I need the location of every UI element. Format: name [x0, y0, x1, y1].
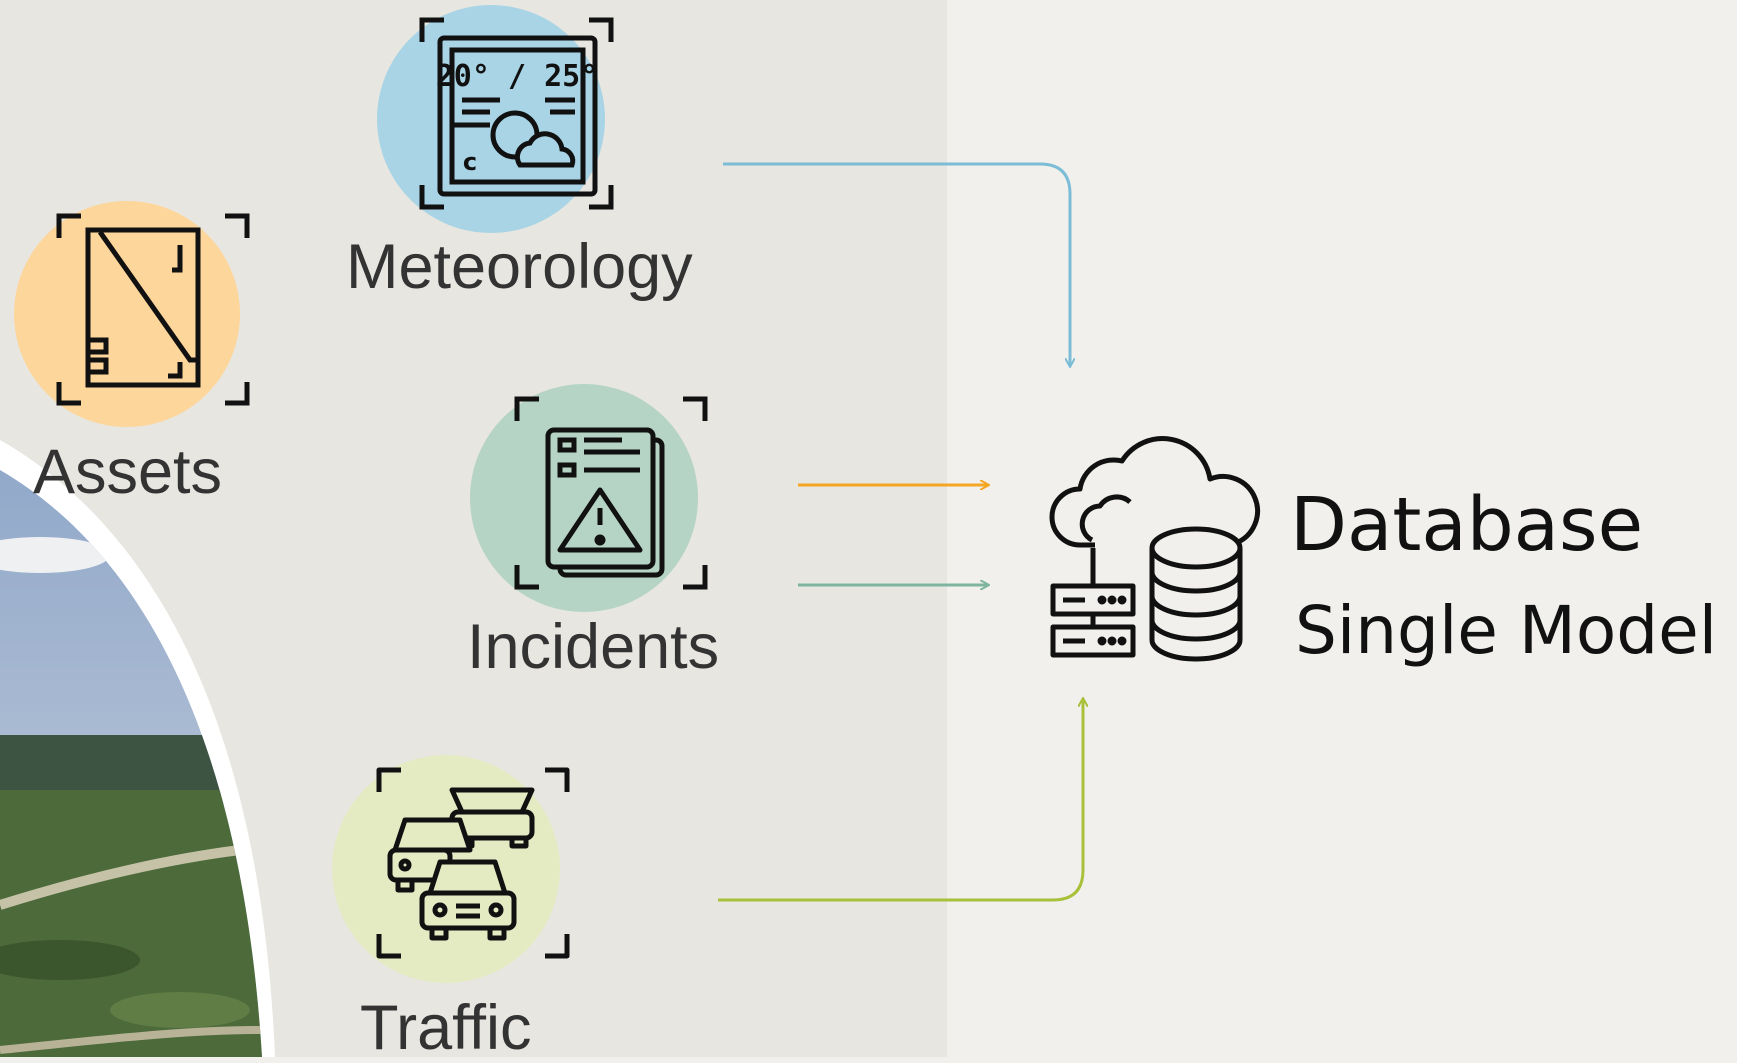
incidents-label: Incidents: [467, 612, 720, 682]
meteorology-node: 20° / 25° c: [377, 5, 614, 233]
weather-display-text: 20° / 25°: [436, 59, 599, 94]
assets-node: [14, 201, 250, 427]
weather-unit-text: c: [463, 148, 477, 176]
document-panel-icon: [56, 213, 250, 406]
landscape-image: [0, 440, 275, 1057]
assets-circle: [14, 201, 240, 427]
meteorology-circle: [377, 5, 605, 233]
incident-report-icon: [514, 396, 708, 590]
weather-display-icon: [419, 17, 614, 210]
meteorology-label: Meteorology: [346, 232, 693, 302]
traffic-node: [332, 755, 570, 983]
database-title: Database: [1290, 482, 1644, 568]
traffic-cars-icon: [376, 767, 570, 959]
traffic-label: Traffic: [360, 993, 532, 1063]
incidents-node: [470, 384, 708, 612]
connector-traffic: [718, 699, 1083, 902]
connector-meteorology: [723, 162, 1070, 366]
cloud-database-icon: [1049, 436, 1261, 662]
database-subtitle: Single Model: [1295, 592, 1718, 669]
assets-label: Assets: [33, 437, 223, 507]
